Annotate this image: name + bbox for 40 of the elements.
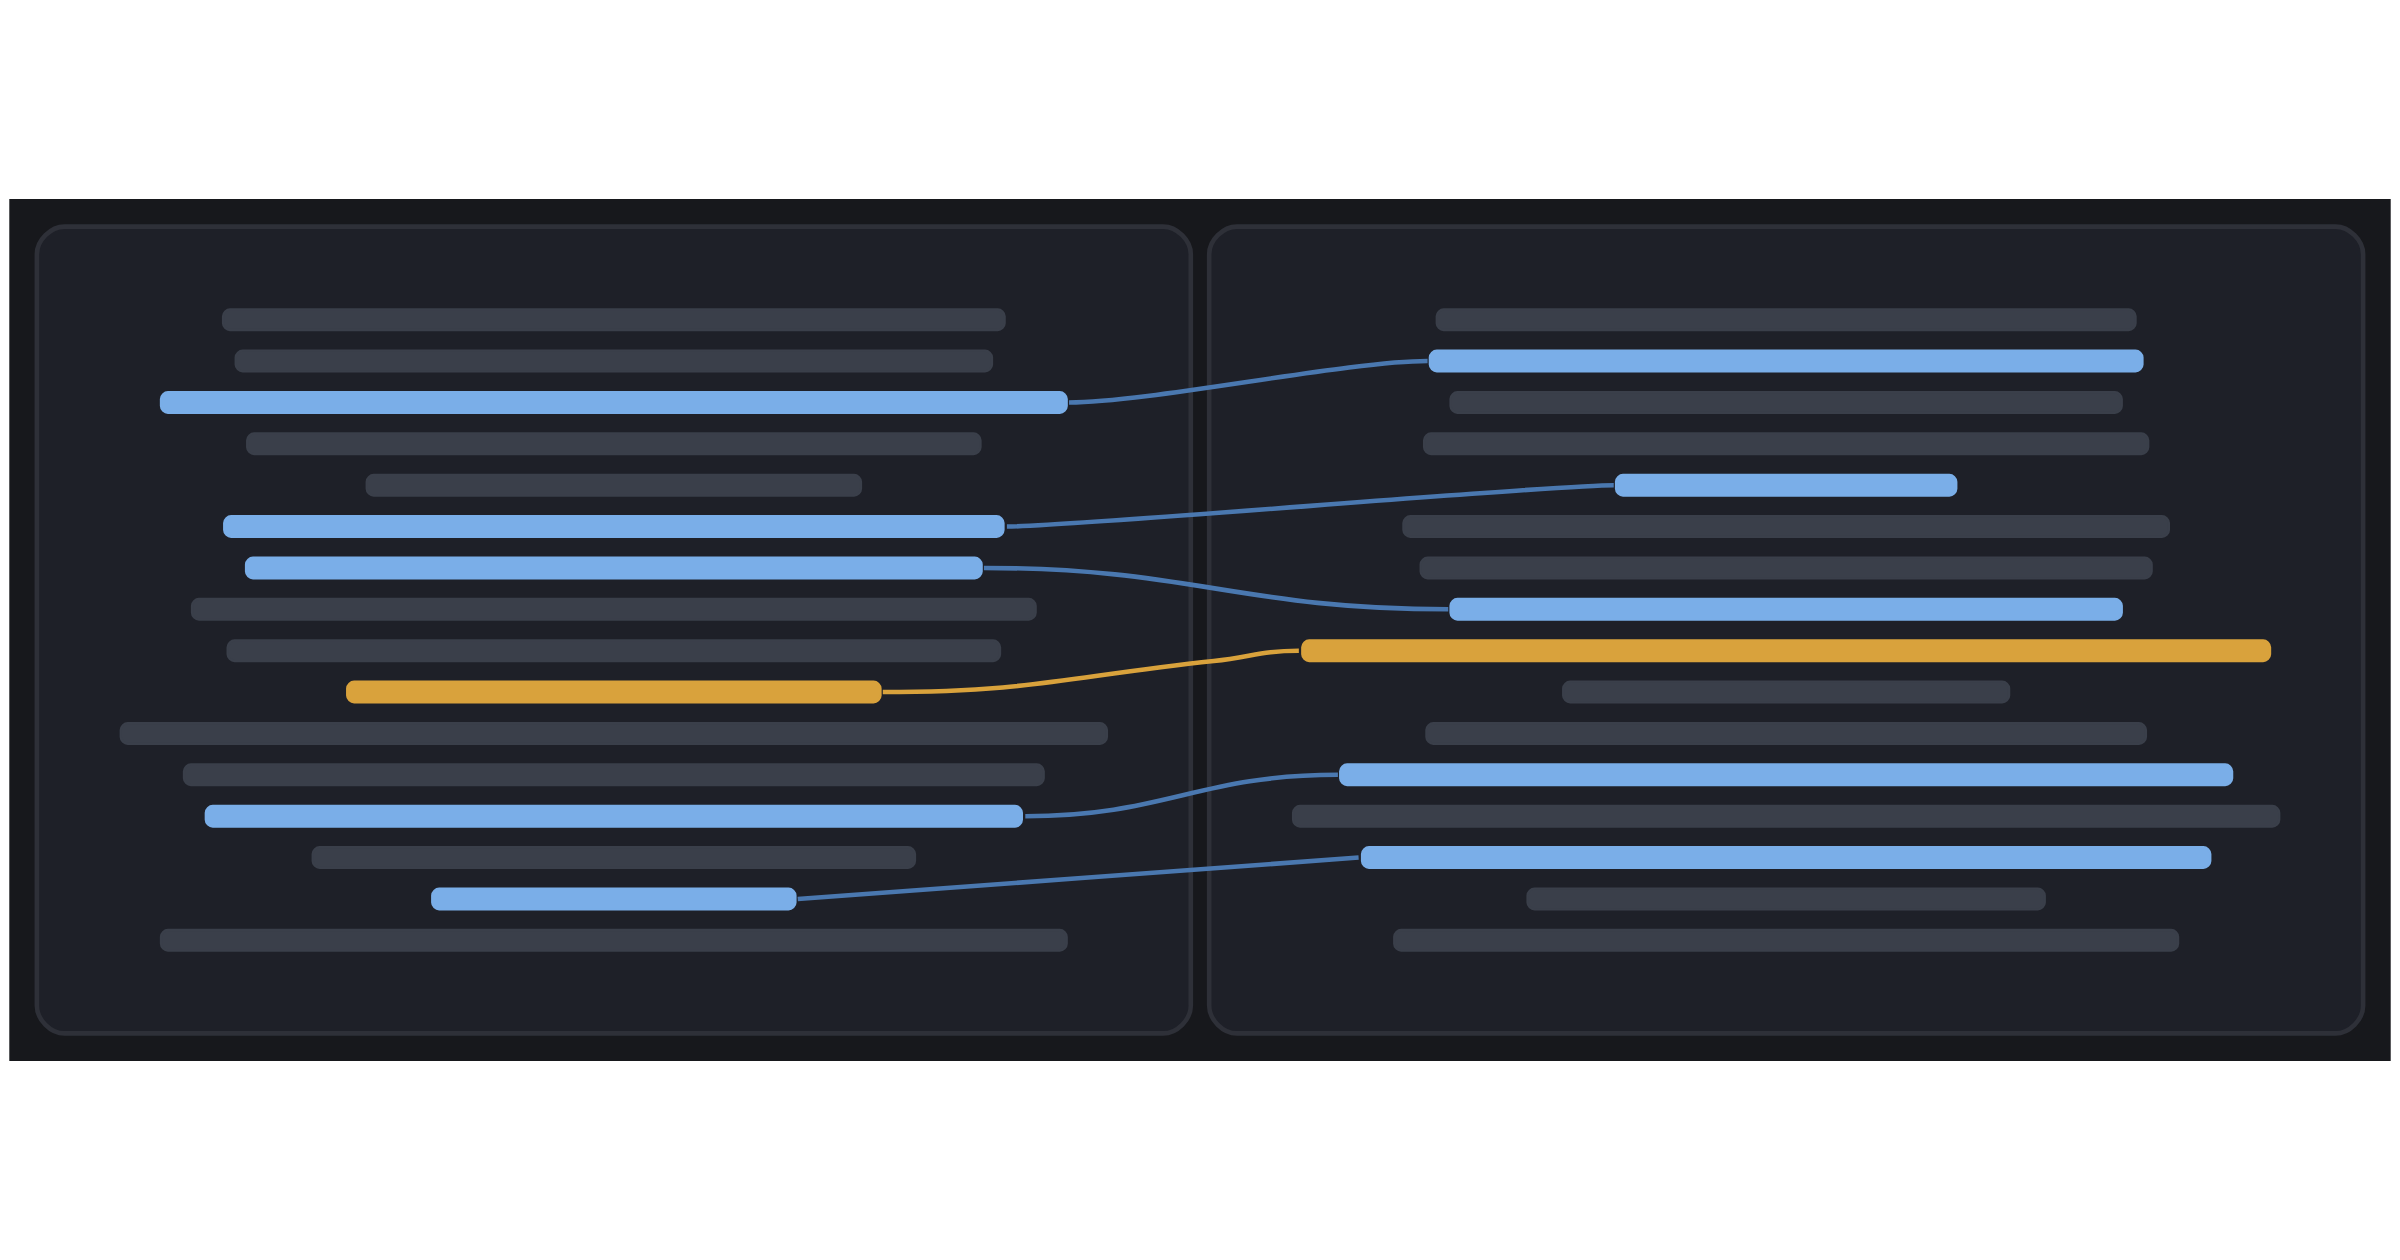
connector [882, 648, 1299, 695]
node-bar [311, 846, 917, 870]
node-bar [1435, 308, 2137, 332]
node-bar [204, 804, 1023, 828]
node-bar [234, 349, 994, 373]
node-bar [221, 308, 1006, 332]
node-bar [1422, 432, 2150, 456]
connector [1068, 358, 1428, 405]
node-bar [1526, 887, 2046, 911]
node-bar [365, 473, 863, 497]
node-bar [346, 680, 882, 704]
node-bar [1449, 597, 2123, 621]
cluster [1206, 224, 2366, 1036]
node-bar [159, 390, 1068, 414]
connector [797, 855, 1359, 902]
node-bar [1339, 763, 2234, 787]
node-bar [1291, 804, 2281, 828]
node-bar [1614, 473, 1958, 497]
node-bar [244, 556, 983, 580]
node-bar [1428, 349, 2144, 373]
cluster [34, 224, 1194, 1036]
node-bar [226, 639, 1002, 663]
node-bar [1449, 390, 2123, 414]
node-bar [431, 887, 797, 911]
node-bar [190, 597, 1037, 621]
node-bar [182, 763, 1045, 787]
connector [983, 565, 1449, 612]
node-bar [1562, 680, 2011, 704]
node-bar [1301, 639, 2272, 663]
node-bar [246, 432, 982, 456]
node-bar [1402, 515, 2171, 539]
node-bar [159, 928, 1068, 952]
node-bar [119, 721, 1109, 745]
node-bar [1419, 556, 2153, 580]
node-bar [1393, 928, 2180, 952]
connector [1025, 772, 1338, 819]
node-bar [1425, 721, 2148, 745]
node-bar [223, 515, 1005, 539]
connector [1006, 482, 1614, 529]
node-bar [1360, 846, 2212, 870]
